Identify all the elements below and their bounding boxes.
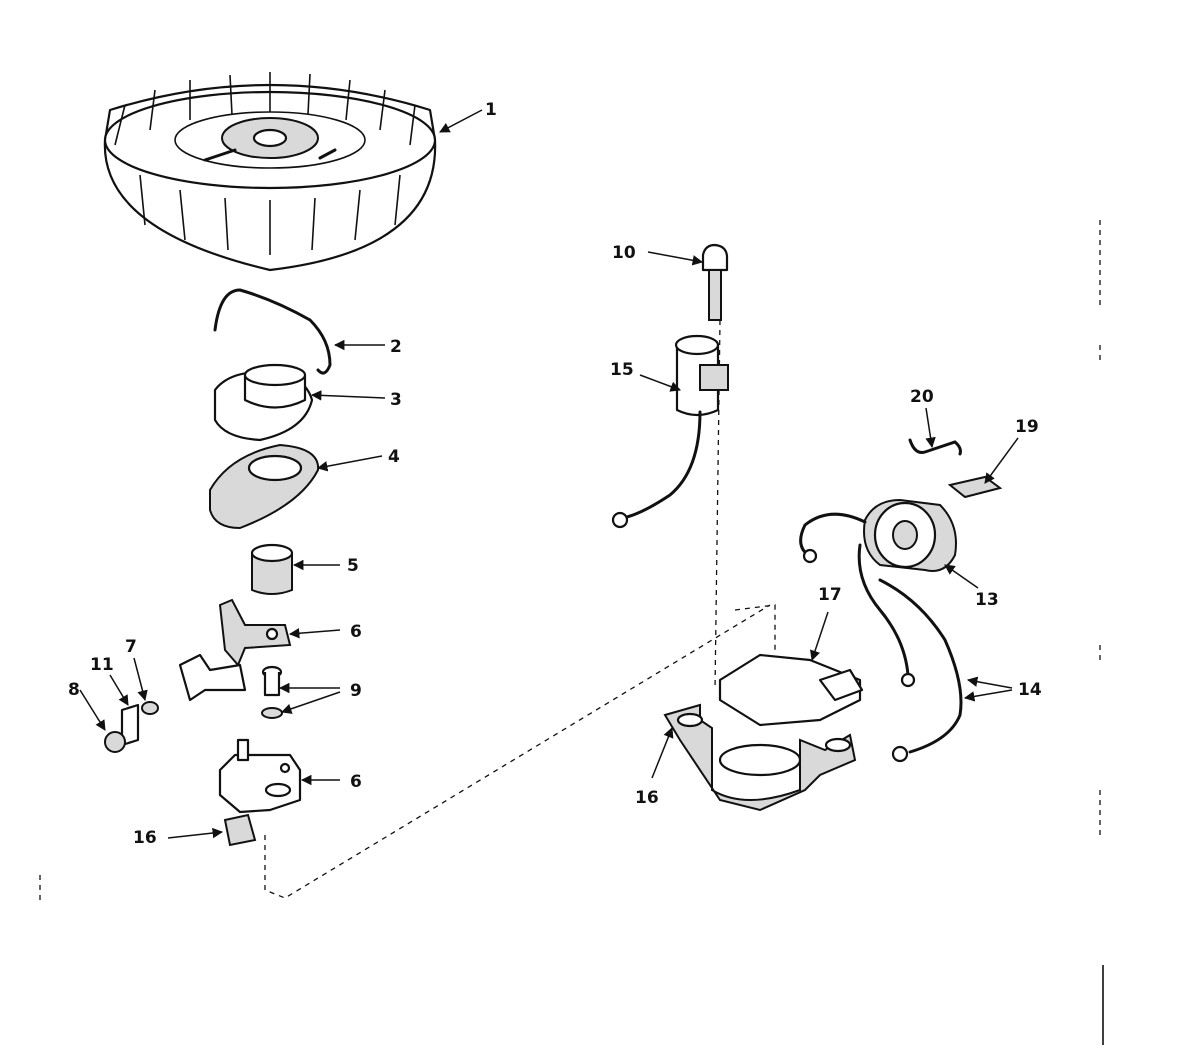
- callout-6-lower: 6: [350, 772, 362, 792]
- gasket: [209, 443, 320, 530]
- flywheel: [103, 72, 437, 272]
- breaker-arm: [178, 598, 292, 702]
- callout-labels: 1 2 3 4 5 6 7 8 9 11 6 16 10 15 20 19 13…: [68, 100, 1042, 848]
- small-hardware: [104, 701, 159, 753]
- spring-clip: [213, 288, 332, 375]
- cup-bushing: [213, 363, 314, 442]
- callout-11: 11: [90, 655, 114, 675]
- callout-10: 10: [612, 243, 636, 263]
- backing-plate: [663, 653, 864, 812]
- callout-13: 13: [975, 590, 999, 610]
- callout-3: 3: [390, 390, 402, 410]
- ignition-coil: [799, 498, 957, 688]
- callout-6-upper: 6: [350, 622, 362, 642]
- callout-7: 7: [125, 637, 137, 657]
- callout-14: 14: [1018, 680, 1042, 700]
- callout-16-left: 16: [133, 828, 157, 848]
- alignment-dash-lines: [39, 220, 1104, 1045]
- condenser: [611, 334, 729, 529]
- callout-4: 4: [388, 447, 400, 467]
- sleeve: [250, 543, 294, 595]
- callout-1: 1: [485, 100, 497, 120]
- screw-and-washer: [261, 665, 283, 719]
- callout-20: 20: [910, 387, 934, 407]
- callout-5: 5: [347, 556, 359, 576]
- callout-8: 8: [68, 680, 80, 700]
- callout-19: 19: [1015, 417, 1039, 437]
- leader-lines: [79, 109, 1019, 839]
- small-block: [223, 813, 257, 847]
- spring-pin-20: [908, 438, 962, 456]
- callout-15: 15: [610, 360, 634, 380]
- lead-wire: [878, 578, 963, 763]
- bracket-plate: [218, 738, 302, 814]
- mounting-screw: [701, 243, 729, 321]
- callout-16-right: 16: [635, 788, 659, 808]
- callout-17: 17: [818, 585, 842, 605]
- clip-19: [947, 475, 1003, 499]
- callout-9: 9: [350, 681, 362, 701]
- callout-2: 2: [390, 337, 402, 357]
